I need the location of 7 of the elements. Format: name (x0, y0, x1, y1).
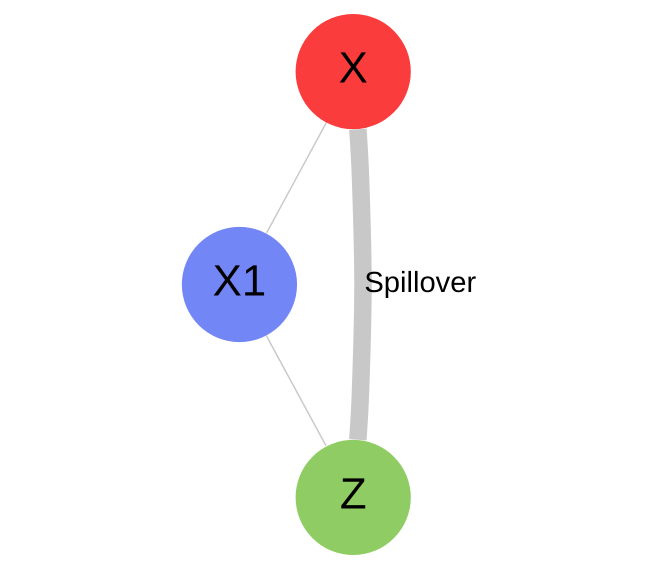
node-circle: Z (296, 440, 411, 556)
node-circle: X1 (182, 226, 298, 342)
edge-label: Spillover (364, 266, 476, 299)
connector (266, 122, 327, 234)
connector (349, 128, 372, 440)
connector (266, 335, 327, 446)
node-circle: X (296, 14, 411, 130)
